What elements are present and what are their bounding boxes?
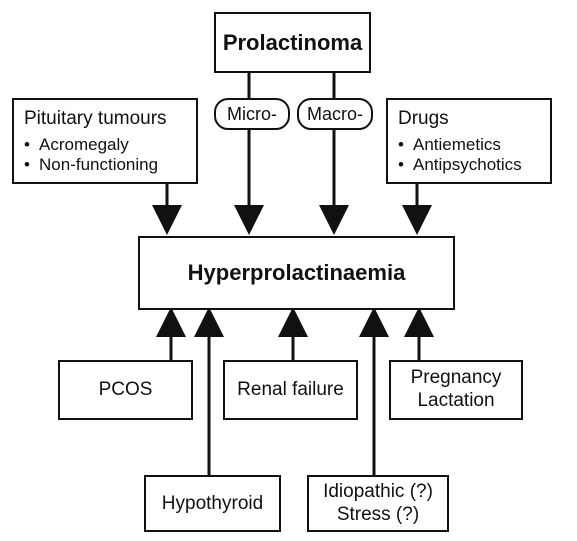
renal-failure-label: Renal failure xyxy=(237,379,344,400)
hypothyroid-label: Hypothyroid xyxy=(161,492,264,514)
pituitary-tumours-title: Pituitary tumours xyxy=(24,108,167,129)
drugs-list: Antiemetics Antipsychotics xyxy=(398,135,540,176)
hypothyroid-node: Hypothyroid xyxy=(144,475,281,532)
pituitary-tumours-item: Non-functioning xyxy=(24,155,186,176)
hyperprolactinaemia-label: Hyperprolactinaemia xyxy=(187,260,406,285)
pituitary-tumours-list: Acromegaly Non-functioning xyxy=(24,135,186,176)
pregnancy-line: Pregnancy xyxy=(410,367,502,389)
drugs-item: Antiemetics xyxy=(398,135,540,156)
hyperprolactinaemia-node: Hyperprolactinaemia xyxy=(138,236,455,310)
pituitary-tumours-item: Acromegaly xyxy=(24,135,186,156)
drugs-item: Antipsychotics xyxy=(398,155,540,176)
prolactinoma-label: Prolactinoma xyxy=(222,29,363,55)
micro-branch-label: Micro- xyxy=(227,104,277,124)
pcos-node: PCOS xyxy=(58,360,193,420)
stress-line: Stress (?) xyxy=(336,503,420,525)
pregnancy-lactation-node: Pregnancy Lactation xyxy=(389,360,523,420)
prolactinoma-node: Prolactinoma xyxy=(214,12,371,73)
pituitary-tumours-node: Pituitary tumours Acromegaly Non-functio… xyxy=(12,98,198,184)
idiopathic-line: Idiopathic (?) xyxy=(323,480,433,502)
idiopathic-stress-node: Idiopathic (?) Stress (?) xyxy=(307,475,449,532)
lactation-line: Lactation xyxy=(417,390,495,411)
macro-branch-node: Macro- xyxy=(297,98,373,130)
macro-branch-label: Macro- xyxy=(306,104,363,124)
renal-failure-node: Renal failure xyxy=(223,360,358,420)
drugs-node: Drugs Antiemetics Antipsychotics xyxy=(386,98,552,184)
micro-branch-node: Micro- xyxy=(214,98,290,130)
pcos-label: PCOS xyxy=(98,379,153,400)
drugs-title: Drugs xyxy=(398,108,449,129)
